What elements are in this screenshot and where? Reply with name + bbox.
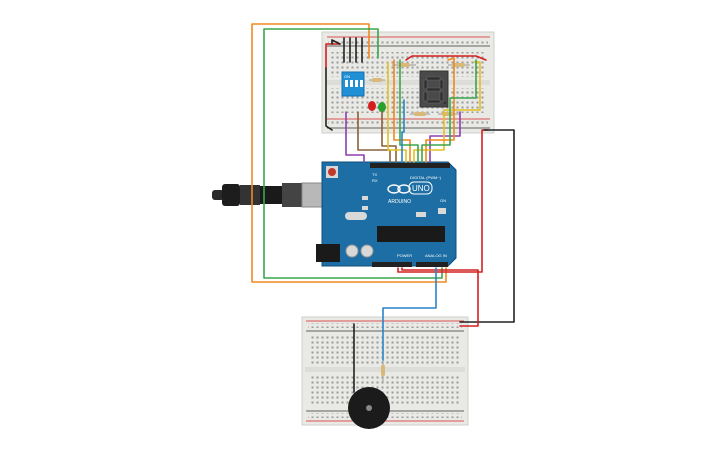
green-wire[interactable] <box>421 59 477 163</box>
green-wire[interactable] <box>263 28 443 279</box>
seven-segment-display[interactable] <box>419 70 449 108</box>
usb-cable-plug <box>212 190 224 200</box>
purple-wire[interactable] <box>345 111 365 163</box>
brown-wire[interactable] <box>357 111 391 163</box>
yellow-wire[interactable] <box>413 61 481 163</box>
red-wire[interactable] <box>405 55 487 61</box>
resistor[interactable] <box>410 112 430 116</box>
resistor[interactable] <box>438 112 460 116</box>
green-led[interactable] <box>378 102 386 112</box>
capacitor <box>345 244 359 258</box>
tx-label: TX <box>372 172 377 177</box>
digital-header-label: DIGITAL (PWM~) <box>410 175 442 180</box>
on-label: ON <box>440 198 446 203</box>
resistor[interactable] <box>392 63 416 67</box>
red-wire[interactable] <box>401 267 479 327</box>
reset-button[interactable] <box>328 168 336 176</box>
rx-label: RX <box>372 178 378 183</box>
power-jack <box>316 244 340 262</box>
blue-wire[interactable] <box>382 267 437 361</box>
yellow-wire[interactable] <box>387 61 407 163</box>
arduino-brand-label: ARDUINO <box>388 199 411 205</box>
resistor[interactable] <box>381 360 385 382</box>
crystal-oscillator <box>345 212 367 220</box>
arduino-uno-board[interactable]: ARDUINO UNO DIGITAL (PWM~) TX RX ON POWE… <box>212 161 457 267</box>
capacitor <box>360 244 374 258</box>
analog-header-label: ANALOG IN <box>425 253 447 258</box>
blue-wire[interactable] <box>401 99 405 163</box>
dip-switch-label: ON <box>344 74 350 79</box>
resistor[interactable] <box>369 78 385 82</box>
black-wire[interactable] <box>459 129 515 323</box>
red-led[interactable] <box>368 101 376 111</box>
atmega-chip <box>377 226 445 242</box>
black-wire[interactable] <box>325 67 333 131</box>
black-wire[interactable] <box>331 39 341 45</box>
green-wire[interactable] <box>399 59 419 163</box>
resistor[interactable] <box>448 63 470 67</box>
usb-cable[interactable] <box>222 184 240 206</box>
power-header-label: POWER <box>397 253 412 258</box>
dip-switch[interactable]: ON <box>341 71 365 97</box>
piezo-buzzer[interactable] <box>348 387 390 429</box>
purple-wire[interactable] <box>429 111 461 163</box>
brown-wire[interactable] <box>381 111 397 163</box>
orange-wire[interactable] <box>425 57 455 163</box>
red-wire[interactable] <box>325 43 341 69</box>
arduino-model-label: UNO <box>412 184 430 193</box>
